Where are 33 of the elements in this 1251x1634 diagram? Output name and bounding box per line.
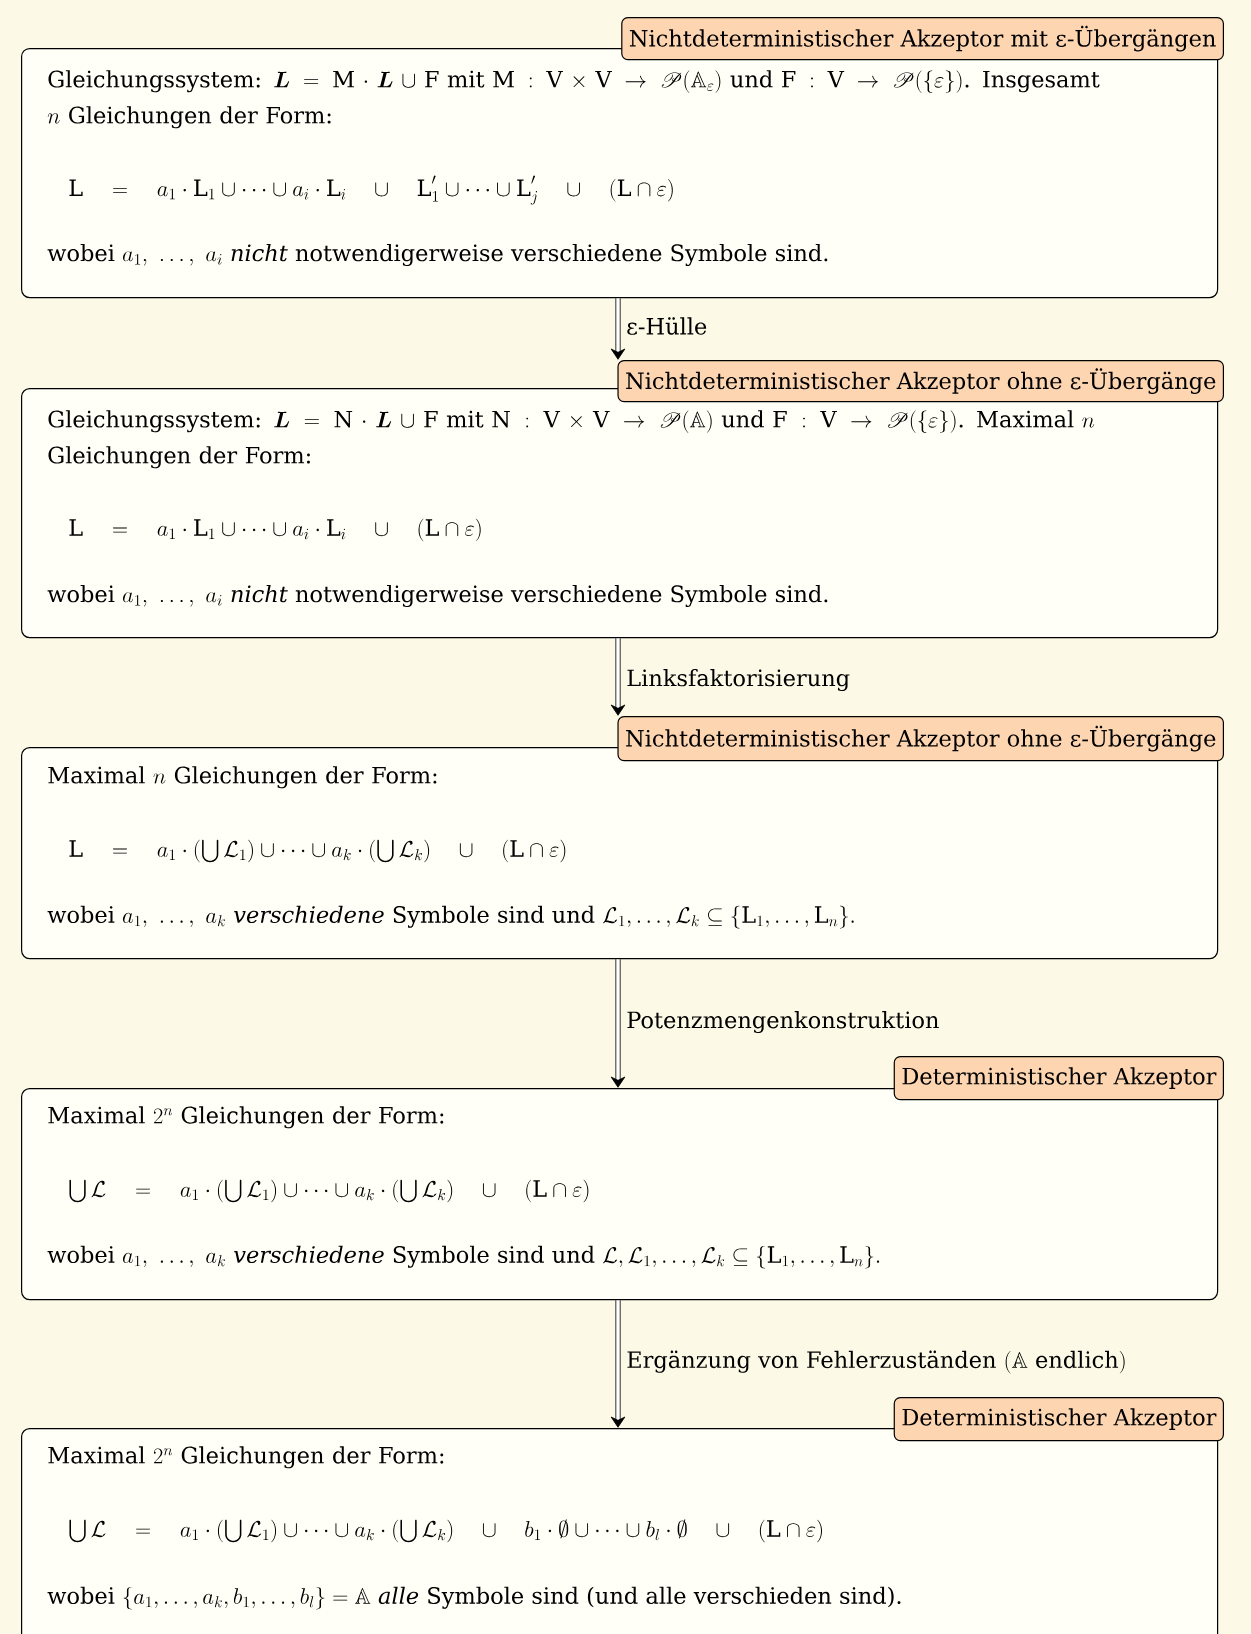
paragraph: $\text{Maximal }2^n\text{ Gleichungen der Form:}$ [48, 1106, 444, 1129]
edge-label: $\text{Ergänzung von Fehlerzuständen }(\mathbb{A}\text{ endlich})$ [627, 1350, 1125, 1374]
paragraph: $\text{wobei }a_1,\ \dots,\ a_i\ \textit{nicht}\text{ notwendigerweise verschiedene Symbole sind.}$ [47, 584, 828, 608]
equation: $\mathrm{L}\quad=\quad a_1\cdot(\bigcup\mathcal{L}_1)\cup\cdots\cup a_k\cdot(\bigcup\mathcal{L}_k)\quad\cup\quad(\mathrm{L}\cap\varepsilon)$ [69, 839, 566, 863]
equation: $\bigcup\mathcal{L}\quad=\quad a_1\cdot(\bigcup\mathcal{L}_1)\cup\cdots\cup a_k\cdot(\bigcup\mathcal{L}_k)\quad\cup\quad(\mathrm{L}\cap\varepsilon)$ [69, 1179, 589, 1203]
title-tag: Deterministischer Akzeptor [893, 1397, 1224, 1442]
equation: $\mathrm{L}\quad=\quad a_1\cdot\mathrm{L}_1\cup\cdots\cup a_i\cdot\mathrm{L}_i\quad\cup\quad(\mathrm{L}\cap\varepsilon)$ [69, 518, 481, 542]
paragraph: $\text{wobei }\{a_1,\dots,a_k,b_1,\dots,b_l\}=\mathbb{A}\ \textit{alle}\text{ Symbole sind (und alle verschieden sind).}$ [47, 1586, 901, 1610]
paragraph: $\text{wobei }a_1,\ \dots,\ a_k\ \textit{verschiedene}\text{ Symbole sind und }\mathcal{L},\mathcal{L}_1,\dots,\mathcal{L}_k\subseteq\{\mathrm{L}_1,\dots,\mathrm{L}_n\}.$ [47, 1245, 880, 1269]
double-arrow [610, 638, 626, 716]
double-arrow [610, 298, 626, 360]
equation: $\bigcup\mathcal{L}\quad=\quad a_1\cdot(\bigcup\mathcal{L}_1)\cup\cdots\cup a_k\cdot(\bigcup\mathcal{L}_k)\quad\cup\quad b_1\cdot\emptyset\cup\cdots\cup b_l\cdot\emptyset\quad\cup\quad(\mathrm{L}\cap\varepsilon)$ [69, 1519, 822, 1543]
equation-box [21, 17, 1224, 299]
edge-label: Linksfaktorisierung [627, 668, 850, 692]
title-tag: Deterministischer Akzeptor [893, 1056, 1224, 1101]
title-tag: Nichtdeterministischer Akzeptor mit ε-Übergängen [621, 17, 1224, 61]
double-arrow [610, 1300, 626, 1428]
paragraph: $\text{Gleichungssystem: }\boldsymbol{L}=\mathrm{M}\cdot\boldsymbol{L}\cup\mathrm{F}\text{ mit }\mathrm{M}:\mathrm{V}\times\mathrm{V}\to\mathscr{P}(\mathbb{A}_\varepsilon)\text{ und }\mathrm{F}:\mathrm{V}\to\mathscr{P}(\{\varepsilon\})\text{. Insgesamt}\allowbreak\ n\text{ Gleichungen der Form:}$ [47, 70, 1100, 129]
title-tag: Nichtdeterministischer Akzeptor ohne ε-Übergänge [617, 360, 1224, 403]
title-tag: Nichtdeterministischer Akzeptor ohne ε-Übergänge [617, 716, 1224, 762]
equation-box [21, 1397, 1224, 1634]
paragraph: $\text{wobei }a_1,\ \dots,\ a_k\ \textit{verschiedene}\text{ Symbole sind und }\mathcal{L}_1,\dots,\mathcal{L}_k\subseteq\{\mathrm{L}_1,\dots,\mathrm{L}_n\}.$ [47, 905, 854, 929]
edge-label: Potenzmengenkonstruktion [627, 1010, 939, 1034]
paragraph: $\text{wobei }a_1,\ \dots,\ a_i\ \textit{nicht}\text{ notwendigerweise verschiedene Symbole sind.}$ [47, 243, 828, 267]
paragraph: $\text{Gleichungssystem: }\boldsymbol{L}=\mathrm{N}\cdot\boldsymbol{L}\cup\mathrm{F}\text{ mit }\mathrm{N}:\mathrm{V}\times\mathrm{V}\to\mathscr{P}(\mathbb{A})\text{ und }\mathrm{F}:\mathrm{V}\to\mathscr{P}(\{\varepsilon\})\text{. Maximal }n\allowbreak\ \text{Gleichungen der Form:}$ [48, 410, 1095, 469]
equation-box [21, 1056, 1224, 1301]
double-arrow [610, 959, 626, 1088]
edge-label: ε-Hülle [627, 317, 707, 335]
equation: $\mathrm{L}\quad=\quad a_1\cdot\mathrm{L}_1\cup\cdots\cup a_i\cdot\mathrm{L}_i\quad\cup\quad\mathrm{L}'_1\cup\cdots\cup\mathrm{L}'_j\quad\cup\quad(\mathrm{L}\cap\varepsilon)$ [69, 175, 673, 205]
paragraph: $\text{Maximal }2^n\text{ Gleichungen der Form:}$ [48, 1446, 444, 1469]
paragraph: $\text{Maximal }n\text{ Gleichungen der Form:}$ [48, 766, 437, 789]
equation-box [21, 716, 1224, 960]
equation-box [21, 360, 1224, 639]
